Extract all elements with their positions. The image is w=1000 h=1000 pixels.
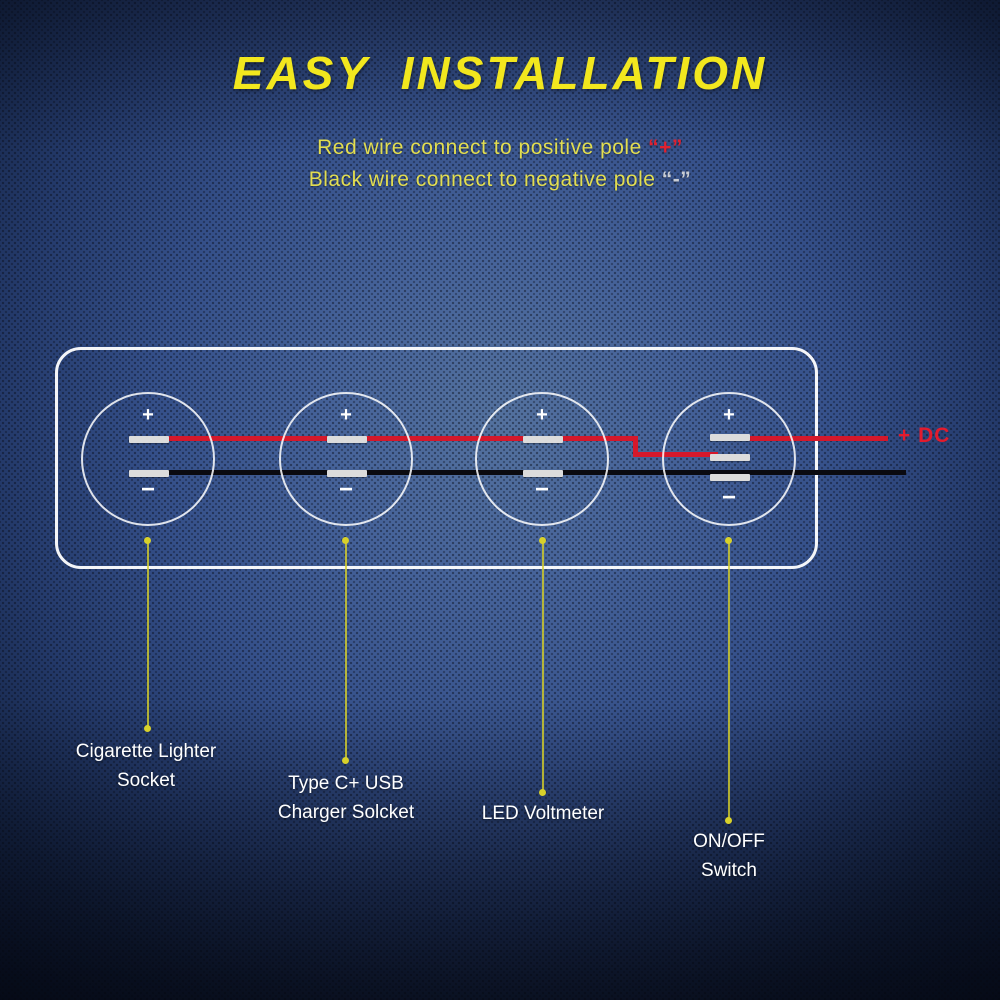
- leader-dot-top: [539, 537, 546, 544]
- positive-terminal: [327, 436, 367, 443]
- minus-terminal-label: −: [534, 476, 549, 503]
- page-title: EASY INSTALLATION: [232, 47, 768, 99]
- dc-positive-label: + DC: [898, 424, 951, 447]
- plus-terminal-label: +: [340, 404, 352, 426]
- leader-line-cigarette-socket: [147, 542, 149, 728]
- leader-dot-top: [342, 537, 349, 544]
- positive-pole-mark: “+”: [648, 136, 683, 159]
- leader-line-led-voltmeter: [542, 542, 544, 792]
- leader-line-onoff-switch: [728, 542, 730, 820]
- label-onoff-switch: ON/OFF Switch: [693, 831, 765, 881]
- negative-pole-mark: “-”: [661, 168, 692, 191]
- positive-terminal: [523, 436, 563, 443]
- positive-terminal: [129, 436, 169, 443]
- instruction-line1-text: Red wire connect to positive pole: [317, 136, 649, 159]
- leader-dot-bottom: [539, 789, 546, 796]
- instruction-line-negative: Black wire connect to negative pole “-”: [0, 168, 1000, 192]
- label-usb-charger: Type C+ USB Charger Solcket: [277, 773, 415, 823]
- component-circle-cigarette-socket: + −: [81, 392, 215, 526]
- plus-terminal-label: +: [536, 404, 548, 426]
- leader-dot-top: [725, 537, 732, 544]
- plus-terminal-label: +: [142, 404, 154, 426]
- component-circle-onoff-switch: + −: [662, 392, 796, 526]
- switch-top-terminal: [710, 434, 750, 441]
- leader-dot-top: [144, 537, 151, 544]
- switch-bottom-terminal: [710, 474, 750, 481]
- instruction-line2-text: Black wire connect to negative pole: [308, 168, 662, 191]
- minus-terminal-label: −: [140, 476, 155, 503]
- instruction-line-positive: Red wire connect to positive pole “+”: [0, 136, 1000, 160]
- leader-dot-bottom: [342, 757, 349, 764]
- label-led-voltmeter: LED Voltmeter: [481, 803, 605, 824]
- leader-dot-bottom: [144, 725, 151, 732]
- component-circle-led-voltmeter: + −: [475, 392, 609, 526]
- switch-middle-terminal: [710, 454, 750, 461]
- leader-line-usb-charger: [345, 542, 347, 760]
- label-cigarette-socket: Cigarette Lighter Socket: [75, 741, 217, 791]
- component-circle-usb-charger: + −: [279, 392, 413, 526]
- leader-dot-bottom: [725, 817, 732, 824]
- minus-terminal-label: −: [338, 476, 353, 503]
- plus-terminal-label: +: [723, 404, 735, 426]
- minus-terminal-label: −: [721, 484, 736, 511]
